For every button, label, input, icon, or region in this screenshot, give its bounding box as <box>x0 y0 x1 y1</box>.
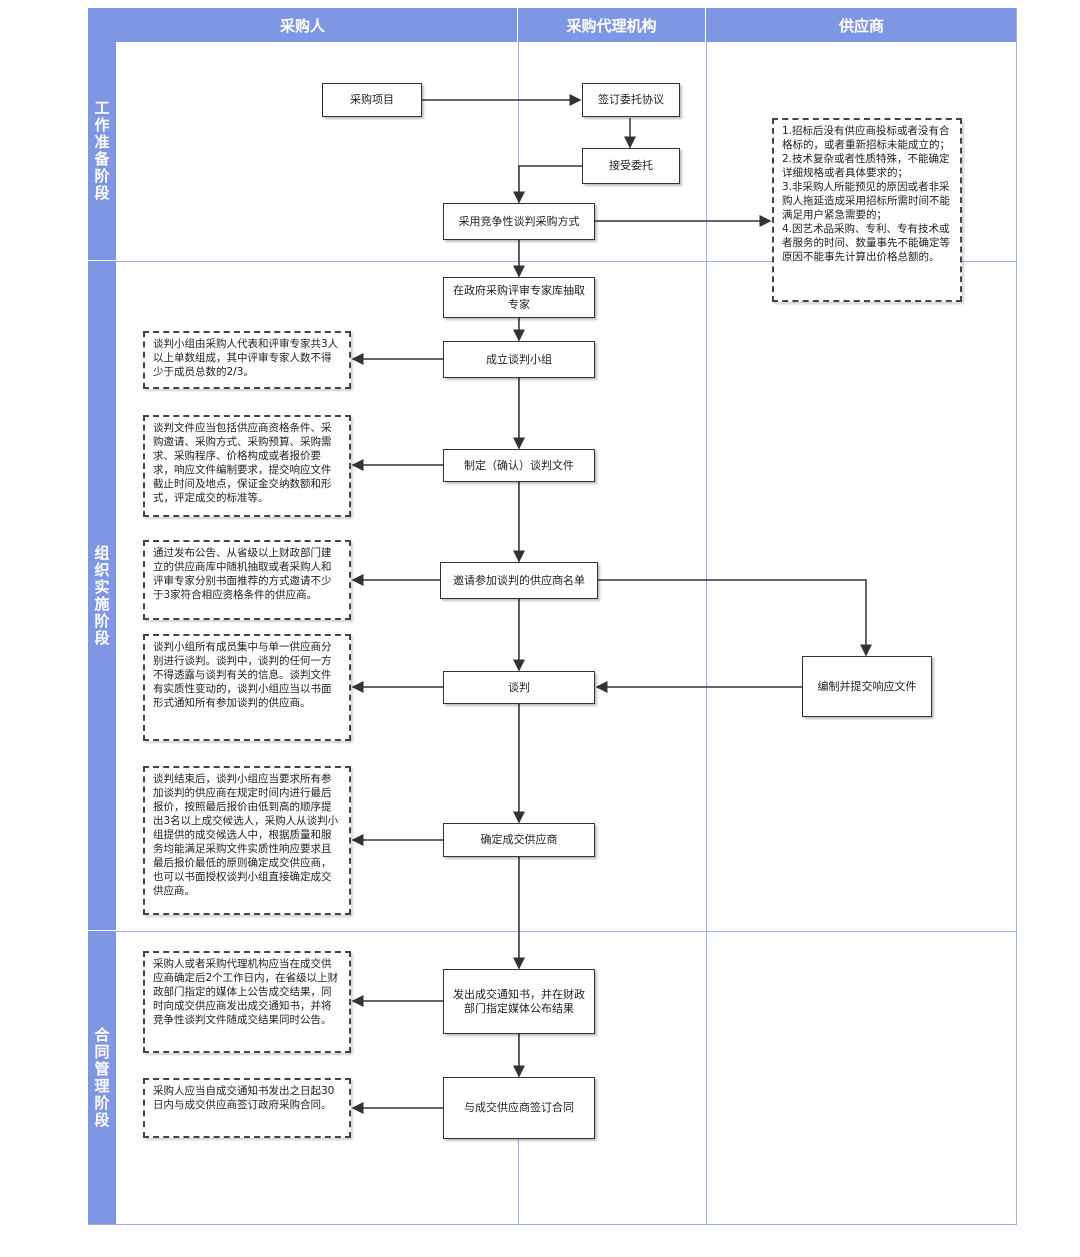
box-adopt-method: 采用竞争性谈判采购方式 <box>443 203 595 240</box>
box-invite-suppliers: 邀请参加谈判的供应商名单 <box>440 562 598 599</box>
grid-phase-line-1 <box>116 261 1016 262</box>
box-prepare-docs: 制定（确认）谈判文件 <box>443 449 595 482</box>
note-negotiate: 谈判小组所有成员集中与单一供应商分别进行谈判。谈判中，谈判的任何一方不得透露与谈… <box>143 634 351 741</box>
note-conditions: 1.招标后没有供应商投标或者没有合格标的，或者重新招标未能成立的； 2.技术复杂… <box>772 118 962 302</box>
note-docs: 谈判文件应当包括供应商资格条件、采购邀请、采购方式、采购预算、采购需求、采购程序… <box>143 415 351 517</box>
phase-preparation: 工作准备阶段 <box>88 42 116 261</box>
header-supplier: 供应商 <box>706 8 1017 42</box>
box-issue-notice: 发出成交通知书，并在财政部门指定媒体公布结果 <box>443 969 595 1034</box>
box-confirm-supplier: 确定成交供应商 <box>443 823 595 857</box>
header-purchaser: 采购人 <box>88 8 518 42</box>
note-team: 谈判小组由采购人代表和评审专家共3人以上单数组成，其中评审专家人数不得少于成员总… <box>143 331 351 389</box>
phase-contract: 合同管理阶段 <box>88 931 116 1225</box>
box-submit-response: 编制并提交响应文件 <box>802 656 932 717</box>
box-form-team: 成立谈判小组 <box>443 341 595 378</box>
note-notice: 采购人或者采购代理机构应当在成交供应商确定后2个工作日内，在省级以上财政部门指定… <box>143 951 351 1053</box>
note-invite: 通过发布公告、从省级以上财政部门建立的供应商库中随机抽取或者采购人和评审专家分别… <box>143 540 351 620</box>
grid-border-right <box>1016 8 1017 1225</box>
header-agency: 采购代理机构 <box>518 8 706 42</box>
phase-contract-label: 合同管理阶段 <box>92 1026 111 1129</box>
box-sign-contract: 与成交供应商签订合同 <box>443 1077 595 1139</box>
note-contract: 采购人应当自成交通知书发出之日起30日内与成交供应商签订政府采购合同。 <box>143 1078 351 1138</box>
arrow-invite-to-supplier <box>598 579 872 657</box>
arrow-accept-to-method <box>513 165 582 204</box>
box-draw-experts: 在政府采购评审专家库抽取专家 <box>443 277 595 318</box>
box-purchase-project: 采购项目 <box>322 83 422 117</box>
note-confirm: 谈判结束后，谈判小组应当要求所有参加谈判的供应商在规定时间内进行最后报价，按照最… <box>143 766 351 915</box>
box-negotiation: 谈判 <box>443 671 595 704</box>
phase-implementation: 组织实施阶段 <box>88 261 116 931</box>
grid-divider-2 <box>706 42 707 1225</box>
phase-preparation-label: 工作准备阶段 <box>92 100 111 202</box>
grid-border-bottom <box>88 1224 1017 1225</box>
box-accept-commission: 接受委托 <box>582 148 680 184</box>
grid-phase-line-2 <box>116 931 1016 932</box>
box-sign-agreement: 签订委托协议 <box>582 83 680 117</box>
phase-implementation-label: 组织实施阶段 <box>92 544 111 647</box>
